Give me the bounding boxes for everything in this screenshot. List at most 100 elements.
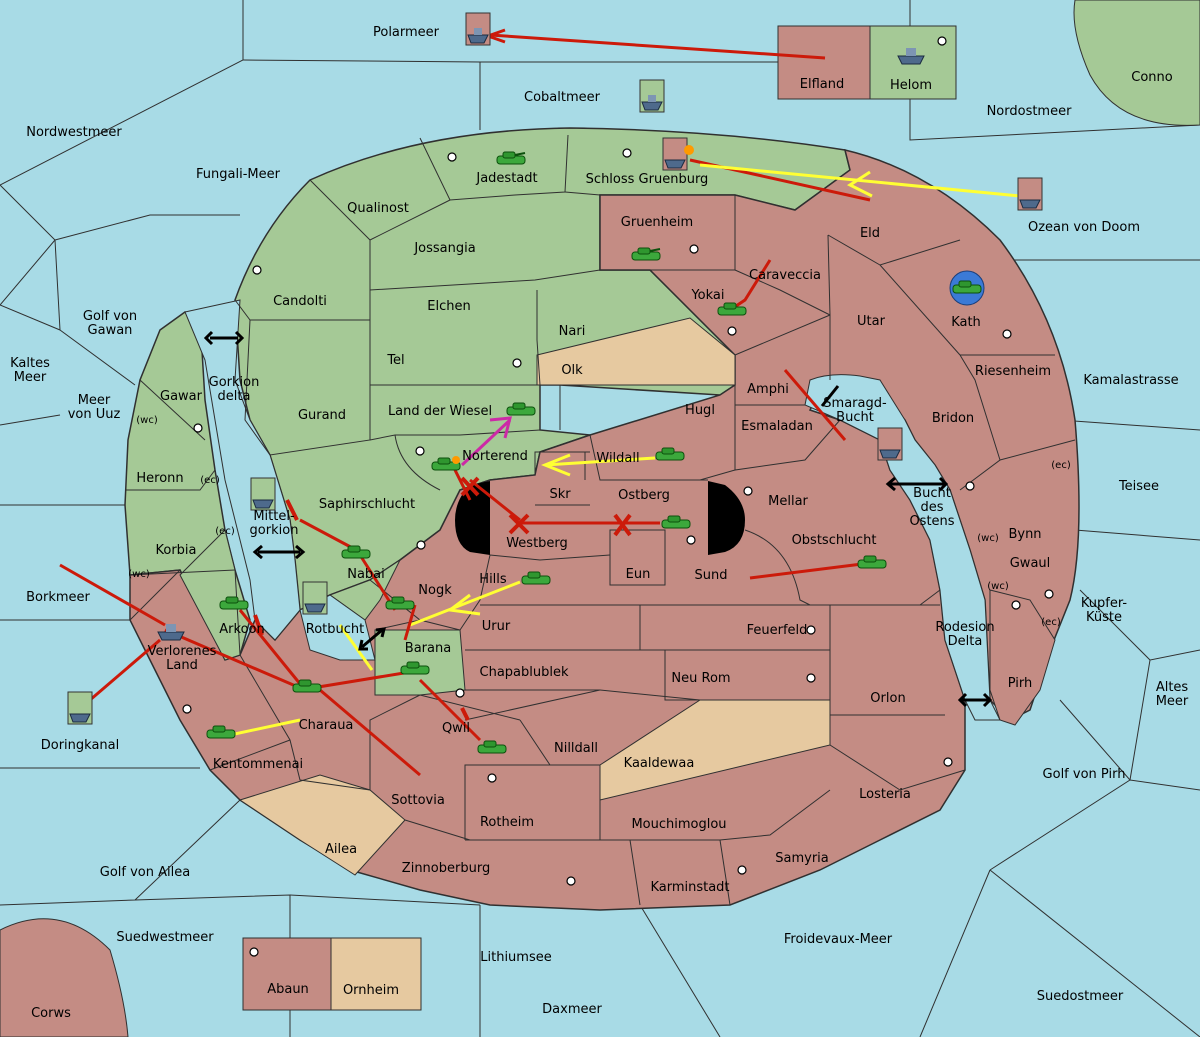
label-norterend: Norterend [462,449,528,464]
label-eld: Eld [860,226,880,241]
province-conno[interactable] [1073,0,1200,126]
wall-east [708,481,745,555]
label-golf-von-pirh: Golf von Pirh [1043,767,1126,782]
fleet-ozean [1017,177,1043,211]
label-kupfer-küste: Kupfer-Küste [1081,596,1127,625]
label-orlon: Orlon [870,691,905,706]
label-polarmeer: Polarmeer [373,25,440,40]
label-skr: Skr [549,487,571,502]
army-arkoon [219,596,249,610]
label-karminstadt: Karminstadt [650,880,729,895]
fleet-schloss-gruenburg [662,137,694,171]
province-corws[interactable] [0,918,129,1037]
fleet-smaragd [877,427,903,461]
label-rotheim: Rotheim [480,815,534,830]
label-jadestadt: Jadestadt [475,171,537,186]
label-daxmeer: Daxmeer [542,1002,602,1017]
label-tel: Tel [386,353,404,368]
label-ostberg: Ostberg [618,488,670,503]
label-samyria: Samyria [775,851,829,866]
army-wildall [655,447,685,461]
label-kath: Kath [951,315,981,330]
label-ornheim: Ornheim [343,983,399,998]
label-mittel-gorkion: Mittel-gorkion [250,509,299,538]
fleet-doringkanal [67,691,93,725]
label--wc-: (wc) [136,415,158,426]
label-riesenheim: Riesenheim [975,364,1051,379]
label-heronn: Heronn [136,471,183,486]
label-gurand: Gurand [298,408,346,423]
label-corws: Corws [31,1006,71,1021]
passages [203,330,993,708]
label--wc-: (wc) [977,533,999,544]
label-kaaldewaa: Kaaldewaa [624,756,695,771]
army-hills [521,571,551,585]
army-units [206,151,985,754]
label-esmaladan: Esmaladan [741,419,813,434]
label-nabai: Nabai [347,567,385,582]
army-land-der-wiesel [506,402,536,416]
supply-centers [182,36,1054,957]
label-urur: Urur [482,619,511,634]
label-neu-rom: Neu Rom [671,671,730,686]
army-nabai [341,545,371,559]
fleet-mittelgorkion [250,477,276,511]
label-zinnoberburg: Zinnoberburg [402,861,490,876]
label-chapablublek: Chapablublek [480,665,569,680]
province-elfland[interactable] [777,25,871,100]
label-hills: Hills [479,572,507,587]
label-barana: Barana [405,641,451,656]
label-arkoon: Arkoon [219,622,264,637]
label--ec-: (ec) [215,526,235,537]
label-losteria: Losteria [859,787,911,802]
army-obstschlucht [857,555,887,569]
fleet-rotbucht [302,581,328,615]
label-smaragd-bucht: Smaragd-Bucht [823,396,887,425]
label-doringkanal: Doringkanal [41,738,120,753]
label-schloss-gruenburg: Schloss Gruenburg [586,172,709,187]
label-nogk: Nogk [418,583,452,598]
label-land-der-wiesel: Land der Wiesel [388,404,492,419]
army-barana [400,661,430,675]
wall-west [455,481,490,555]
label-bridon: Bridon [932,411,974,426]
label-gruenheim: Gruenheim [621,215,693,230]
army-norterend [431,456,461,471]
label-feuerfeld: Feuerfeld [747,623,808,638]
province-ornheim[interactable] [330,937,422,1011]
label-hugl: Hugl [685,403,715,418]
army-yokai [717,302,747,316]
army-charaua [292,679,322,693]
label-qualinost: Qualinost [347,201,409,216]
label-nordwestmeer: Nordwestmeer [26,125,122,140]
label-gwaul: Gwaul [1010,556,1051,571]
inner-sea-gorkion [184,299,301,641]
province-arkoon[interactable] [179,529,241,661]
province-olk[interactable] [536,317,736,386]
label-eun: Eun [626,567,651,582]
label-lithiumsee: Lithiumsee [480,950,551,965]
label-froidevaux-meer: Froidevaux-Meer [784,932,893,947]
label-cobaltmeer: Cobaltmeer [524,90,601,105]
label-olk: Olk [561,363,583,378]
label-sottovia: Sottovia [391,793,445,808]
label-teisee: Teisee [1118,479,1159,494]
label-fungali-meer: Fungali-Meer [196,167,281,182]
province-barana[interactable] [374,629,466,696]
inner-sea-east [804,374,1001,721]
army-kentommenai [206,725,236,739]
order-arrows [59,28,1021,777]
labels: PolarmeerCobaltmeerNordwestmeerFungali-M… [10,25,1189,1021]
province-pirh[interactable] [989,589,1056,726]
army-nogk [385,596,415,610]
label-mouchimoglou: Mouchimoglou [631,817,726,832]
